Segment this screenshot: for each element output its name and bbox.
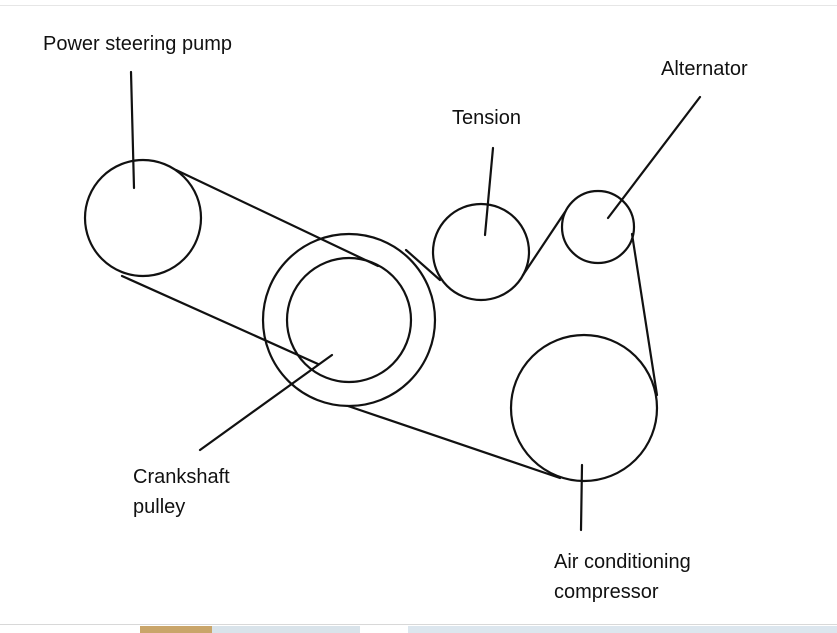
leader-alternator xyxy=(606,95,702,220)
alternator-pulley xyxy=(560,189,636,265)
ac-label-line-1: Air conditioning xyxy=(554,551,691,573)
crankshaft-label-line-2: pulley xyxy=(133,496,186,518)
power-steering-pump-label: Power steering pump xyxy=(43,33,232,55)
alternator-label: Alternator xyxy=(661,58,748,80)
belt-segment-alternator-ac xyxy=(630,232,659,397)
belt-segment-crank-ac xyxy=(346,404,562,480)
leader-air-conditioning xyxy=(579,463,584,532)
thumbnail-1 xyxy=(140,626,212,633)
crankshaft-pulley-outer xyxy=(261,232,437,408)
air-conditioning-compressor-label: Air conditioning compressor xyxy=(554,547,691,607)
belt-segment-crank-tension xyxy=(404,248,442,282)
tension-pulley xyxy=(431,202,531,302)
ac-label-line-2: compressor xyxy=(554,581,659,603)
power-steering-pulley xyxy=(83,158,203,278)
crankshaft-pulley-inner xyxy=(285,256,413,384)
crankshaft-label-line-1: Crankshaft xyxy=(133,466,230,488)
leader-crankshaft xyxy=(198,353,334,452)
crankshaft-pulley-label: Crankshaft pulley xyxy=(133,462,230,522)
thumbnail-2 xyxy=(212,626,360,633)
belt-segment-ps-bottom xyxy=(120,274,320,366)
leader-tension xyxy=(483,146,495,237)
top-divider xyxy=(0,5,837,6)
ac-compressor-pulley xyxy=(509,333,659,483)
tension-label: Tension xyxy=(452,107,521,129)
belt-segment-tension-alternator xyxy=(521,210,567,277)
leader-power-steering xyxy=(129,70,136,190)
bottom-thumbnail-strip xyxy=(0,624,837,633)
thumbnail-3 xyxy=(408,626,837,633)
belt-segment-ps-top xyxy=(174,168,380,268)
